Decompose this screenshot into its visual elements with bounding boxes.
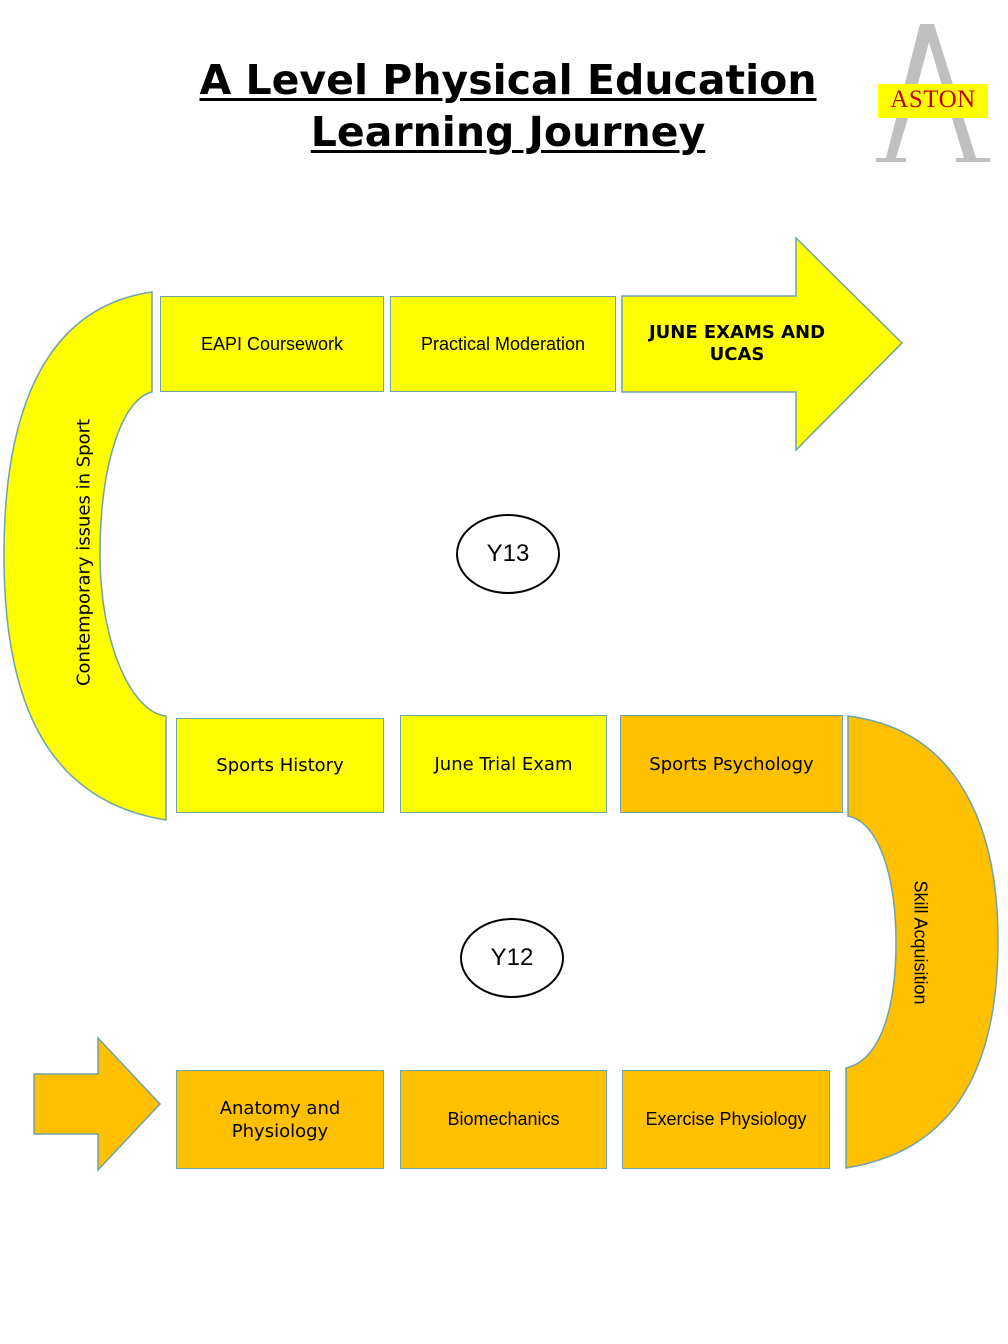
page-title-line-1: A Level Physical Education	[199, 56, 817, 104]
contemporary-issues-curve	[3, 291, 167, 821]
stage-anatomy-and-physiology: Anatomy and Physiology	[176, 1070, 384, 1169]
stage-practical-moderation: Practical Moderation	[390, 296, 616, 392]
skill-acquisition-curve	[845, 715, 999, 1169]
stage-biomechanics: Biomechanics	[400, 1070, 607, 1169]
year-12-badge: Y12	[460, 918, 564, 998]
page-title-line-2: Learning Journey	[310, 108, 706, 156]
logo-band	[878, 84, 988, 118]
june-exams-arrow	[621, 236, 904, 452]
stage-sports-history: Sports History	[176, 718, 384, 813]
stage-june-trial-exam: June Trial Exam	[400, 715, 607, 813]
stage-eapi-coursework: EAPI Coursework	[160, 296, 384, 392]
skill-acquisition-label: Skill Acquisition	[910, 880, 931, 1005]
start-arrow	[33, 1036, 162, 1172]
aston-logo: ASTON	[872, 20, 994, 165]
june-exams-label: JUNE EXAMS AND UCAS	[648, 322, 826, 365]
stage-sports-psychology: Sports Psychology	[620, 715, 843, 813]
logo-text: ASTON	[890, 86, 976, 113]
contemporary-issues-label: Contemporary issues in Sport	[73, 418, 95, 687]
year-13-badge: Y13	[456, 514, 560, 594]
stage-exercise-physiology: Exercise Physiology	[622, 1070, 830, 1169]
